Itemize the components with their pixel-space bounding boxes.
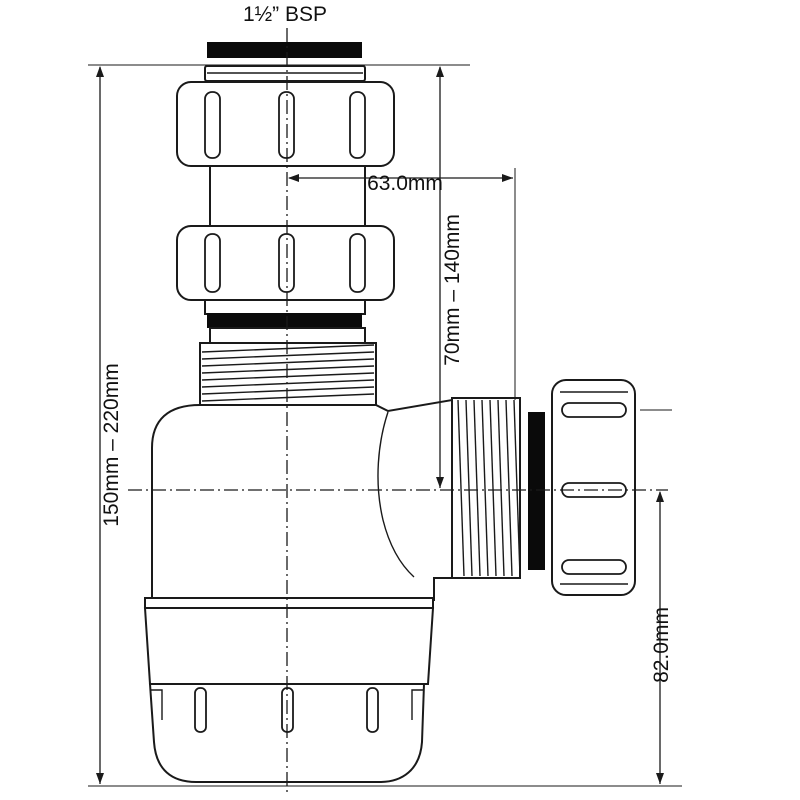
inlet-thread-line bbox=[201, 372, 375, 381]
outlet-thread-line bbox=[473, 399, 481, 577]
middle-gasket bbox=[207, 313, 362, 328]
outlet-thread-line bbox=[481, 399, 489, 577]
nut-collar bbox=[204, 299, 366, 315]
outlet-gasket bbox=[528, 412, 545, 570]
outlet-thread-lines bbox=[457, 399, 521, 577]
inlet-thread-line bbox=[201, 365, 375, 374]
top-gasket bbox=[207, 42, 362, 58]
upper-nut-slot-right bbox=[349, 91, 366, 159]
upper-pipe bbox=[209, 159, 366, 231]
cup-band bbox=[144, 597, 434, 609]
outlet-nut-slot-top bbox=[561, 402, 627, 418]
cap-tab-left bbox=[150, 689, 163, 720]
cap-rib-right bbox=[366, 687, 379, 733]
overall-height-label: 150mm – 220mm bbox=[100, 363, 123, 526]
cup-body bbox=[143, 607, 435, 685]
thread-size-label: 1½” BSP bbox=[243, 3, 327, 26]
outlet-thread-line bbox=[505, 399, 513, 577]
cap-tab-right bbox=[411, 689, 424, 720]
lower-cup bbox=[143, 597, 435, 783]
inlet-thread-line bbox=[201, 379, 375, 388]
inlet-thread-line bbox=[201, 358, 375, 367]
outlet-thread-line bbox=[497, 399, 505, 577]
lower-nut-slot-left bbox=[204, 233, 221, 293]
inlet-assembly bbox=[176, 42, 395, 408]
outlet-nut-slot-bottom bbox=[561, 559, 627, 575]
inlet-thread-line bbox=[201, 393, 375, 402]
trap-inner-wall bbox=[377, 411, 415, 578]
inlet-thread-line bbox=[201, 344, 375, 353]
outlet-thread-line bbox=[465, 399, 473, 577]
outlet-thread-line bbox=[489, 399, 497, 577]
outlet-thread-line bbox=[513, 399, 521, 577]
outlet-thread bbox=[451, 397, 521, 579]
inlet-thread-lines bbox=[201, 344, 375, 402]
cap-rib-left bbox=[194, 687, 207, 733]
lower-nut-slot-right bbox=[349, 233, 366, 293]
outlet-height-label: 82.0mm bbox=[650, 607, 673, 683]
inlet-thread-line bbox=[201, 386, 375, 395]
inlet-thread-line bbox=[201, 351, 375, 360]
outlet-offset-label: 63.0mm bbox=[367, 172, 443, 195]
outlet-thread-line bbox=[457, 399, 465, 577]
inlet-height-label: 70mm – 140mm bbox=[441, 214, 464, 366]
upper-nut-slot-left bbox=[204, 91, 221, 159]
trap-body bbox=[151, 379, 636, 601]
